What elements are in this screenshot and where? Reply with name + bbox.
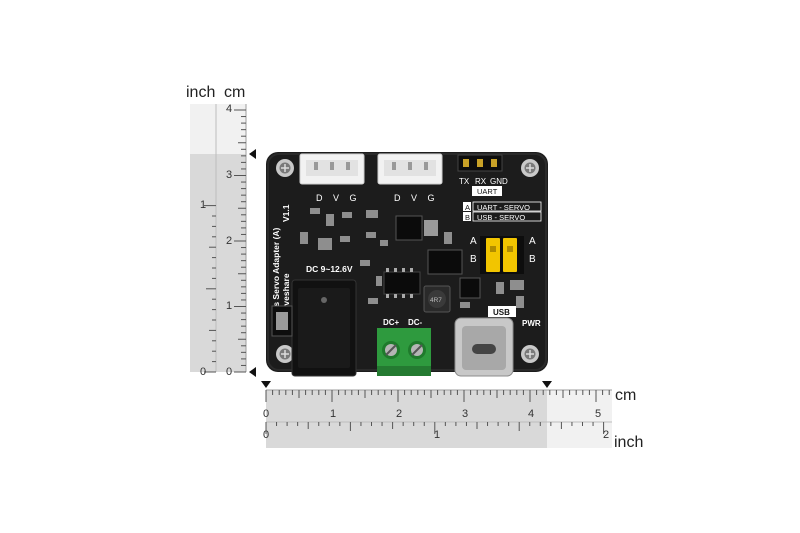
bottom-cm-tick-4: 4: [528, 408, 534, 420]
left-ruler-top-marker: [249, 149, 256, 159]
bottom-inch-tick-0: 0: [263, 429, 269, 441]
mode-jumper: [480, 236, 524, 274]
board-version: V1.1: [281, 204, 291, 222]
terminal-plus-label: DC+: [383, 318, 400, 327]
bottom-inch-tick-2: 2: [603, 429, 609, 441]
header-label-tx: TX: [459, 177, 470, 186]
mode-a-text: UART - SERVO: [477, 203, 530, 212]
connector-1-pin-labels: D V G: [316, 193, 361, 203]
usb-tag: USB: [493, 308, 510, 317]
bottom-ruler-left-marker: [261, 381, 271, 388]
dc-barrel-jack: [271, 279, 357, 377]
left-ruler-highlight: [190, 154, 246, 372]
jumper-label-b-left: B: [470, 254, 477, 265]
mode-b-key: B: [465, 213, 470, 222]
board-name-block: Bus Servo Adapter (A) V1.1 Waveshare: [271, 204, 291, 318]
mounting-hole-bottom-left: [276, 345, 294, 363]
left-inch-tick-0: 0: [200, 366, 206, 378]
uart-tag-box: [472, 186, 502, 196]
usb-tag-box: [488, 306, 516, 317]
mounting-hole-bottom-right: [521, 345, 539, 363]
bottom-ruler: 0 1 2 3 4 5 0 1 2: [261, 381, 612, 448]
regulator: [395, 215, 438, 241]
bottom-cm-tick-2: 2: [396, 408, 402, 420]
pwr-label: PWR: [522, 319, 541, 328]
jumper-label-a-right: A: [529, 236, 536, 247]
servo-connector-2: [377, 153, 443, 185]
mcu-chip: [459, 277, 481, 299]
power-input-label: DC 9~12.6V: [306, 264, 353, 274]
left-ruler-cm-unit: cm: [224, 84, 246, 101]
left-cm-tick-1: 1: [226, 300, 232, 312]
pcb-board: D V G D V G TX RX GND UART A B UART - SE…: [266, 152, 548, 377]
bottom-ruler-right-marker: [542, 381, 552, 388]
board-name: Bus Servo Adapter (A): [271, 227, 281, 318]
header-label-gnd: GND: [490, 177, 508, 186]
bottom-ruler-highlight: [266, 390, 547, 448]
bottom-cm-tick-1: 1: [330, 408, 336, 420]
jumper-label-a-left: A: [470, 236, 477, 247]
inductor-code: 4R7: [430, 297, 442, 304]
connector-2-pin-labels: D V G: [394, 193, 439, 203]
power-inductor: [423, 285, 451, 313]
left-ruler-bottom-marker: [249, 367, 256, 377]
left-cm-tick-4: 4: [226, 103, 232, 115]
left-cm-tick-0: 0: [226, 366, 232, 378]
component-block: [427, 249, 463, 275]
terminal-minus-label: DC-: [408, 318, 423, 327]
uart-tag: UART: [477, 187, 498, 196]
board-brand: Waveshare: [281, 273, 291, 318]
bottom-ruler-cm-unit: cm: [615, 387, 637, 404]
mode-legend: [463, 201, 542, 222]
left-inch-tick-1: 1: [200, 199, 206, 211]
bottom-cm-tick-0: 0: [263, 408, 269, 420]
bottom-cm-tick-3: 3: [462, 408, 468, 420]
header-label-rx: RX: [475, 177, 487, 186]
left-cm-tick-2: 2: [226, 235, 232, 247]
ic-chip-top-center: [383, 268, 421, 298]
left-ruler-inch-unit: inch: [186, 84, 216, 101]
servo-connector-1: [299, 153, 365, 185]
mounting-hole-top-left: [276, 159, 294, 177]
bottom-cm-tick-5: 5: [595, 408, 601, 420]
uart-pin-header: [457, 154, 503, 172]
left-cm-tick-3: 3: [226, 169, 232, 181]
mounting-hole-top-right: [521, 159, 539, 177]
mode-a-key: A: [465, 203, 470, 212]
screw-terminal: [377, 328, 431, 376]
jumper-label-b-right: B: [529, 254, 536, 265]
bottom-inch-tick-1: 1: [434, 429, 440, 441]
smd-components: [300, 208, 524, 308]
bottom-ruler-inch-unit: inch: [614, 434, 644, 451]
left-ruler: 4 3 2 1 0 1 0: [190, 103, 256, 378]
mode-b-text: USB - SERVO: [477, 213, 525, 222]
usb-c-connector: [454, 317, 514, 377]
